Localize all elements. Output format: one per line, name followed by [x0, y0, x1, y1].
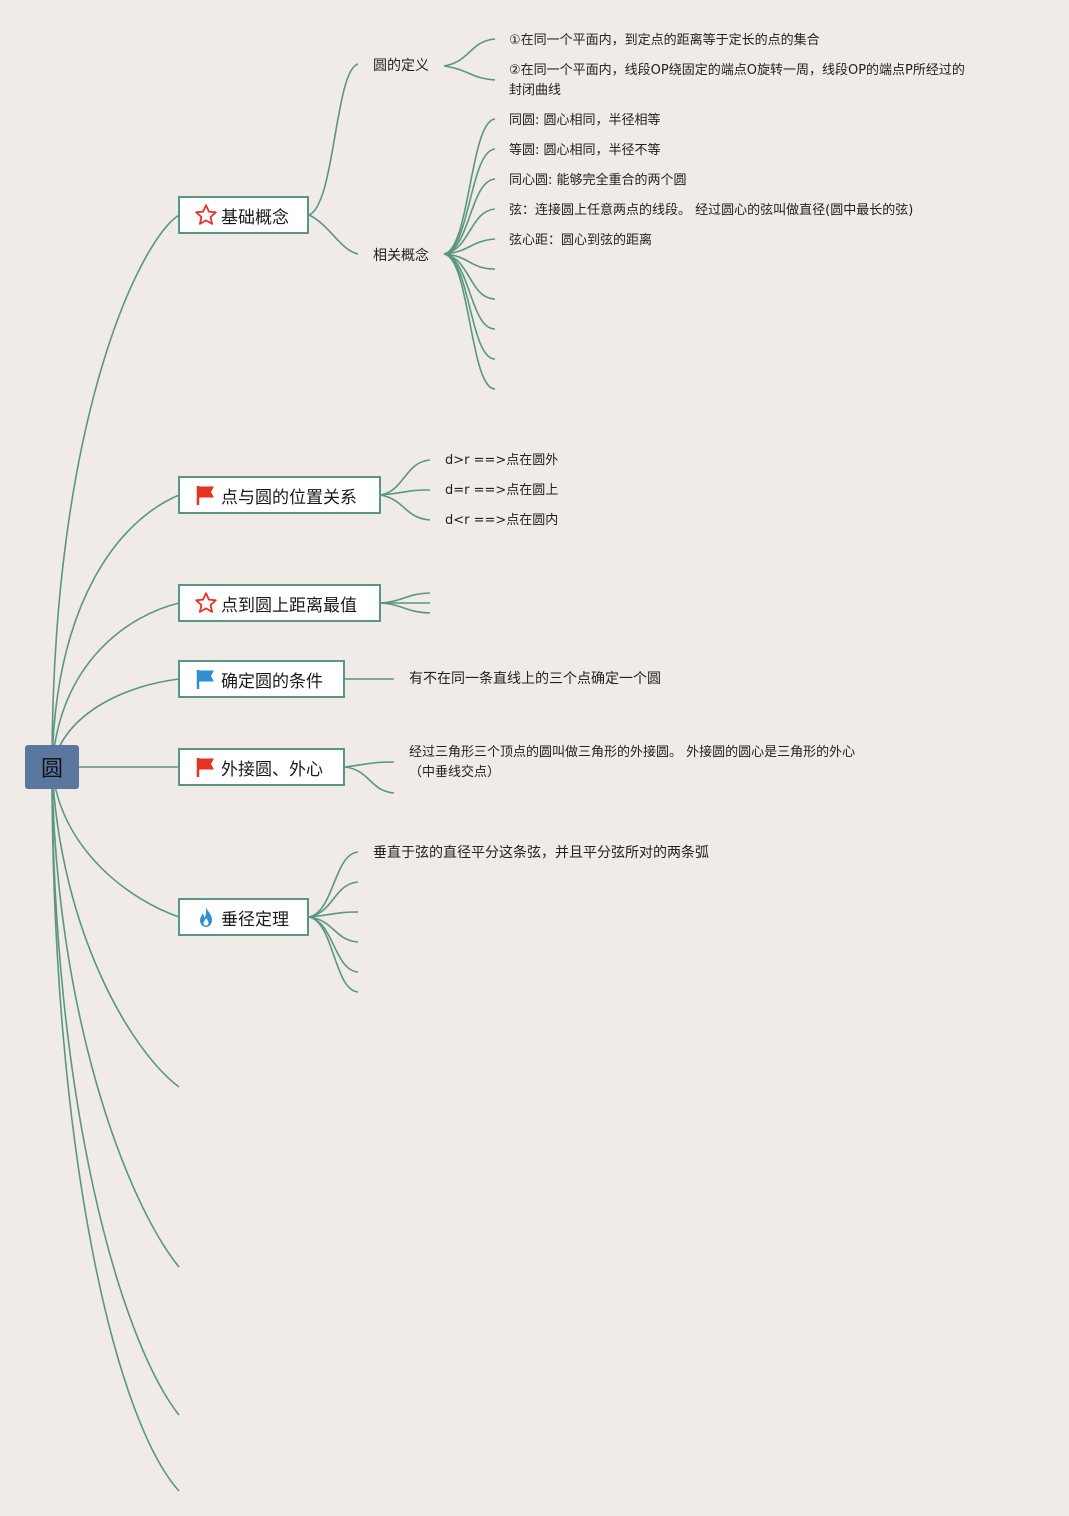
related-item-2[interactable]: 等圆: 圆心相同，半径不等 [509, 143, 661, 158]
branch-distance-extreme-label: 点到圆上距离最值 [221, 595, 357, 616]
link-perp-1 [308, 851, 359, 918]
link-def-1 [443, 38, 496, 67]
position-item-inside[interactable]: d<r ==>点在圆内 [445, 513, 559, 528]
link-related-6 [443, 253, 496, 270]
related-item-1[interactable]: 同圆: 圆心相同，半径相等 [509, 113, 661, 128]
link-root-basic [51, 214, 180, 768]
related-item-3[interactable]: 同心圆: 能够完全重合的两个圆 [509, 173, 687, 188]
branch-point-position-label: 点与圆的位置关系 [221, 487, 357, 508]
link-circ-1 [344, 761, 395, 768]
link-pos-1 [380, 459, 431, 496]
link-related-1 [443, 118, 496, 255]
link-dist-3 [380, 602, 431, 614]
link-pos-3 [380, 494, 431, 521]
definition-item-2[interactable]: ②在同一个平面内，线段OP绕固定的端点O旋转一周，线段OP的端点P所经过的 [509, 63, 965, 78]
red-flag-icon [194, 483, 218, 507]
branch-circumcircle[interactable]: 外接圆、外心 [178, 748, 345, 786]
link-circ-2 [344, 766, 395, 794]
link-perp-2 [308, 881, 359, 918]
related-item-4[interactable]: 弦：连接圆上任意两点的线段。 经过圆心的弦叫做直径(圆中最长的弦) [509, 203, 914, 218]
link-perp-5 [308, 916, 359, 973]
related-concepts-label[interactable]: 相关概念 [373, 248, 429, 264]
link-perp-6 [308, 916, 359, 993]
definition-label[interactable]: 圆的定义 [373, 58, 429, 74]
link-perp-3 [308, 911, 359, 918]
link-related-5 [443, 238, 496, 255]
link-def-2 [443, 65, 496, 81]
link-related-9 [443, 253, 496, 360]
link-dist-1 [380, 592, 431, 604]
branch-perpendicular-label: 垂径定理 [221, 909, 289, 930]
link-related-10 [443, 253, 496, 390]
root-node[interactable]: 圆 [25, 745, 79, 789]
link-related-4 [443, 208, 496, 255]
link-root-point-position [51, 494, 180, 768]
position-item-on[interactable]: d=r ==>点在圆上 [445, 483, 559, 498]
circumcircle-item-1-cont[interactable]: （中垂线交点） [409, 765, 501, 780]
related-item-5[interactable]: 弦心距：圆心到弦的距离 [509, 233, 653, 248]
perpendicular-item-1[interactable]: 垂直于弦的直径平分这条弦，并且平分弦所对的两条弧 [373, 845, 709, 861]
circumcircle-item-1[interactable]: 经过三角形三个顶点的圆叫做三角形的外接圆。 外接圆的圆心是三角形的外心 [409, 745, 856, 760]
branch-basic-label: 基础概念 [221, 207, 289, 228]
position-item-outside[interactable]: d>r ==>点在圆外 [445, 453, 559, 468]
link-root-perpendicular [51, 766, 180, 918]
branch-determine-circle[interactable]: 确定圆的条件 [178, 660, 345, 698]
branch-basic-concepts[interactable]: 基础概念 [178, 196, 309, 234]
star-outline-icon [194, 591, 218, 615]
branch-circumcircle-label: 外接圆、外心 [221, 759, 323, 780]
root-label: 圆 [40, 757, 63, 782]
link-perp-4 [308, 916, 359, 943]
link-root-empty-3 [51, 766, 180, 1416]
link-related-3 [443, 178, 496, 255]
link-root-empty-1 [51, 766, 180, 1088]
link-basic-related [308, 214, 359, 255]
definition-item-1[interactable]: ①在同一个平面内，到定点的距离等于定长的点的集合 [509, 33, 820, 48]
star-outline-icon [194, 203, 218, 227]
branch-distance-extreme[interactable]: 点到圆上距离最值 [178, 584, 381, 622]
link-root-empty-2 [51, 766, 180, 1268]
link-pos-2 [380, 489, 431, 496]
determine-item-1[interactable]: 有不在同一条直线上的三个点确定一个圆 [409, 671, 661, 687]
branch-point-position[interactable]: 点与圆的位置关系 [178, 476, 381, 514]
branch-perpendicular-theorem[interactable]: 垂径定理 [178, 898, 309, 936]
link-basic-definition [308, 63, 359, 216]
definition-item-2-cont[interactable]: 封闭曲线 [509, 83, 562, 98]
branch-determine-label: 确定圆的条件 [221, 671, 323, 692]
link-root-empty-4 [51, 766, 180, 1492]
blue-flag-icon [194, 667, 218, 691]
fire-icon [194, 905, 218, 929]
red-flag-icon [194, 755, 218, 779]
link-root-distance [51, 602, 180, 768]
link-related-2 [443, 148, 496, 255]
